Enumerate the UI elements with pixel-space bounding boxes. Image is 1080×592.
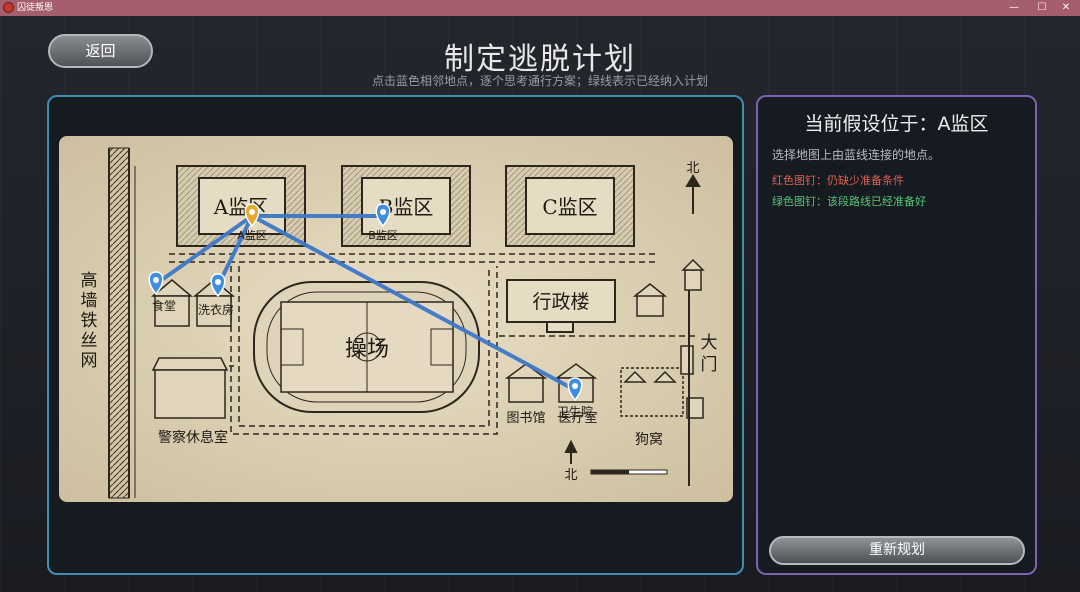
page-title: 制定逃脱计划	[444, 42, 636, 77]
window-titlebar: 囚徒叛恩 — ☐ ✕	[0, 0, 1080, 16]
label-north-top: 北	[686, 161, 699, 176]
canteen-building	[150, 279, 194, 327]
close-button[interactable]: ✕	[1061, 2, 1071, 13]
route-a-to-laundry	[216, 214, 254, 288]
label-admin: 行政楼	[532, 291, 589, 313]
pin-label-canteen: 食堂	[152, 298, 176, 313]
route-a-to-canteen	[154, 214, 254, 286]
red-pin-legend: 红色图钉：仍缺少准备条件	[772, 174, 904, 187]
label-library: 图书馆	[506, 411, 545, 426]
north-arrow-bottom	[564, 439, 578, 464]
perimeter-fence	[108, 147, 136, 499]
block-b-building	[341, 165, 471, 247]
label-clinic: 医疗室	[558, 410, 597, 426]
window-title: 囚徒叛恩	[17, 3, 54, 13]
pin-laundry[interactable]: 洗衣房	[198, 273, 234, 317]
police-room-building	[151, 357, 229, 419]
library-building	[504, 363, 548, 403]
label-gate: 大门	[701, 333, 718, 375]
info-panel: 当前假设位于：A监区 选择地图上由蓝线连接的地点。 红色图钉：仍缺少准备条件 绿…	[756, 95, 1037, 575]
label-north-bottom: 北	[564, 468, 577, 483]
minimize-button[interactable]: —	[1009, 2, 1019, 13]
kennel-area	[620, 283, 684, 417]
pin-canteen[interactable]: 食堂	[148, 271, 176, 313]
route-a-to-clinic	[250, 214, 577, 392]
playground-field	[253, 281, 480, 413]
current-location-title: 当前假设位于：A监区	[804, 113, 989, 135]
green-pin-legend: 绿色图钉：该段路线已经准备好	[772, 195, 926, 208]
pin-block-a[interactable]: A监区	[237, 203, 267, 242]
scale-bar	[590, 469, 668, 475]
pin-block-b[interactable]: B监区	[368, 203, 398, 242]
replan-button[interactable]: 重新规划	[769, 536, 1025, 565]
maximize-button[interactable]: ☐	[1037, 2, 1047, 13]
label-block-c: C监区	[542, 195, 597, 219]
map-svg: A监区 B监区 C监区 行政楼 操场 警察休息室 图书馆 医疗室 狗窝 北 北 …	[59, 136, 733, 502]
back-button[interactable]: 返回	[48, 34, 153, 68]
admin-building	[506, 279, 616, 333]
pin-clinic[interactable]: 卫生院	[557, 377, 593, 419]
pin-label-block-b: B监区	[368, 229, 398, 242]
prison-map: A监区 B监区 C监区 行政楼 操场 警察休息室 图书馆 医疗室 狗窝 北 北 …	[59, 136, 733, 502]
pin-label-laundry: 洗衣房	[198, 302, 234, 317]
pin-label-clinic: 卫生院	[557, 405, 593, 419]
north-arrow-top	[685, 174, 701, 214]
label-playground: 操场	[345, 337, 389, 362]
pin-label-block-a: A监区	[237, 229, 267, 242]
gate-tower	[680, 258, 705, 486]
instruction-text: 选择地图上由蓝线连接的地点。	[772, 148, 941, 162]
block-a-building	[176, 165, 306, 247]
label-wall: 高墙铁丝网	[81, 271, 98, 371]
page-subtitle: 点击蓝色相邻地点，逐个思考通行方案；绿线表示已经纳入计划	[371, 74, 708, 88]
label-police-room: 警察休息室	[158, 429, 228, 446]
route-lines	[154, 214, 577, 392]
app-icon	[3, 2, 14, 13]
block-c-building	[505, 165, 635, 247]
label-kennel: 狗窝	[635, 431, 663, 448]
